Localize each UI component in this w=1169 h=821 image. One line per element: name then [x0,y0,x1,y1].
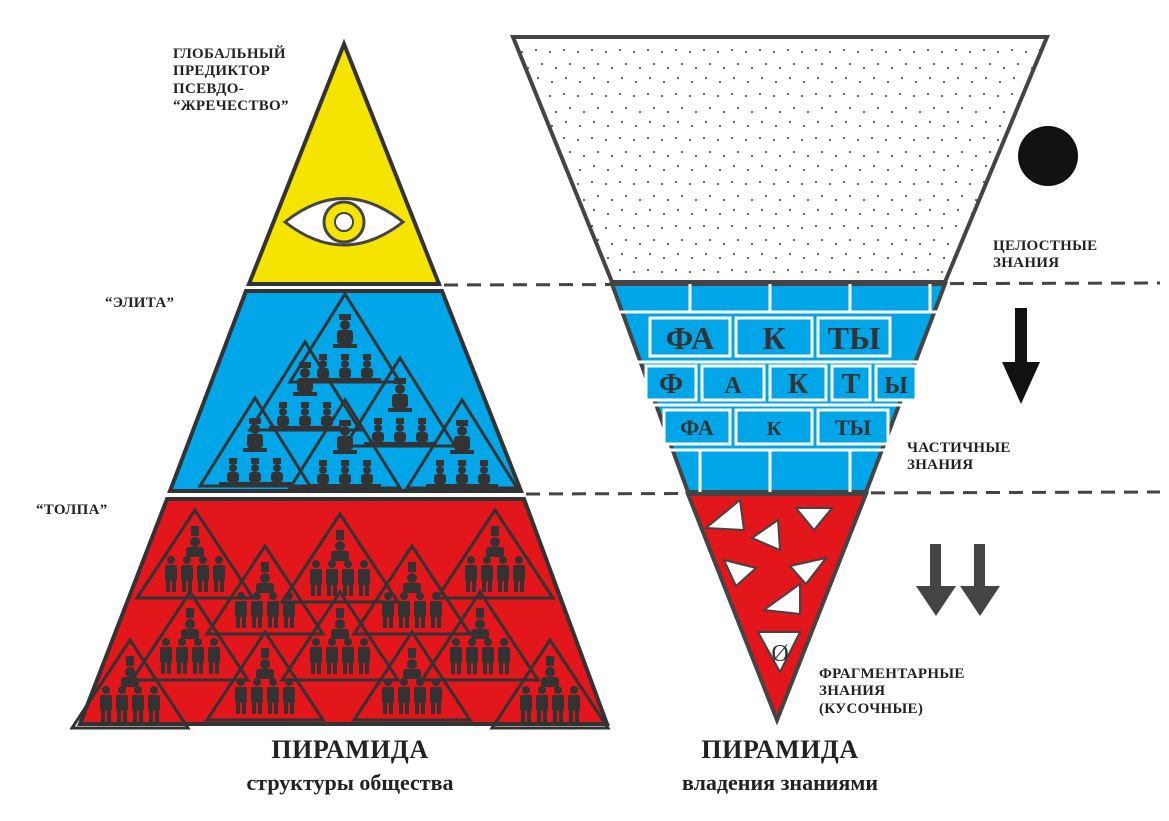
facts-row-2-word-2: А [724,373,742,399]
facts-row-1-word-2: К [762,320,785,356]
facts-row-2-word-5: Ы [884,373,908,399]
society-pyramid [70,38,610,730]
predictor-label: ГЛОБАЛЬНЫЙ ПРЕДИКТОР ПСЕВДО- “ЖРЕЧЕСТВО” [173,46,289,114]
brick-grid [620,284,937,492]
facts-row-3-word-3: ТЫ [835,415,872,440]
facts-row-2-word-1: Ф [659,369,683,400]
fact-bricks [644,316,918,446]
facts-row-3-word-1: ФА [680,415,714,440]
fragment-knowledge-label: ФРАГМЕНТАРНЫЕ ЗНАНИЯ (КУСОЧНЫЕ) [819,666,965,717]
facts-row-2-word-3: К [788,369,809,400]
facts-row-2-word-4: Т [842,369,861,400]
facts-words: ФА К ТЫ Ф А К Т Ы ФА К ТЫ [659,320,908,440]
divider-line-lower [525,490,1161,496]
fragment-pieces [703,498,835,675]
down-arrow-icon [1002,308,1040,404]
society-pyramid-subtitle: структуры общества [246,770,454,795]
elite-label: “ЭЛИТА” [105,295,175,311]
empty-set-symbol: Ø [771,641,788,667]
eye-icon [282,197,406,247]
knowledge-pyramid: ФА К ТЫ Ф А К Т Ы ФА К ТЫ Ø [510,35,1050,726]
black-circle-icon [1018,126,1078,186]
crowd-label: “ТОЛПА” [36,502,108,518]
partial-knowledge-label: ЧАСТИЧНЫЕ ЗНАНИЯ [907,440,1011,474]
facts-row-3-word-2: К [767,418,782,440]
knowledge-pyramid-title: ПИРАМИДА [701,735,859,764]
whole-knowledge-label: ЦЕЛОСТНЫЕ ЗНАНИЯ [993,238,1098,272]
whole-knowledge-tier [510,35,1050,284]
facts-row-1-word-3: ТЫ [828,320,881,356]
double-down-arrow-icon [916,544,1000,616]
facts-row-1-word-1: ФА [666,320,715,356]
knowledge-pyramid-subtitle: владения знаниями [681,770,878,795]
society-pyramid-title: ПИРАМИДА [271,735,429,764]
